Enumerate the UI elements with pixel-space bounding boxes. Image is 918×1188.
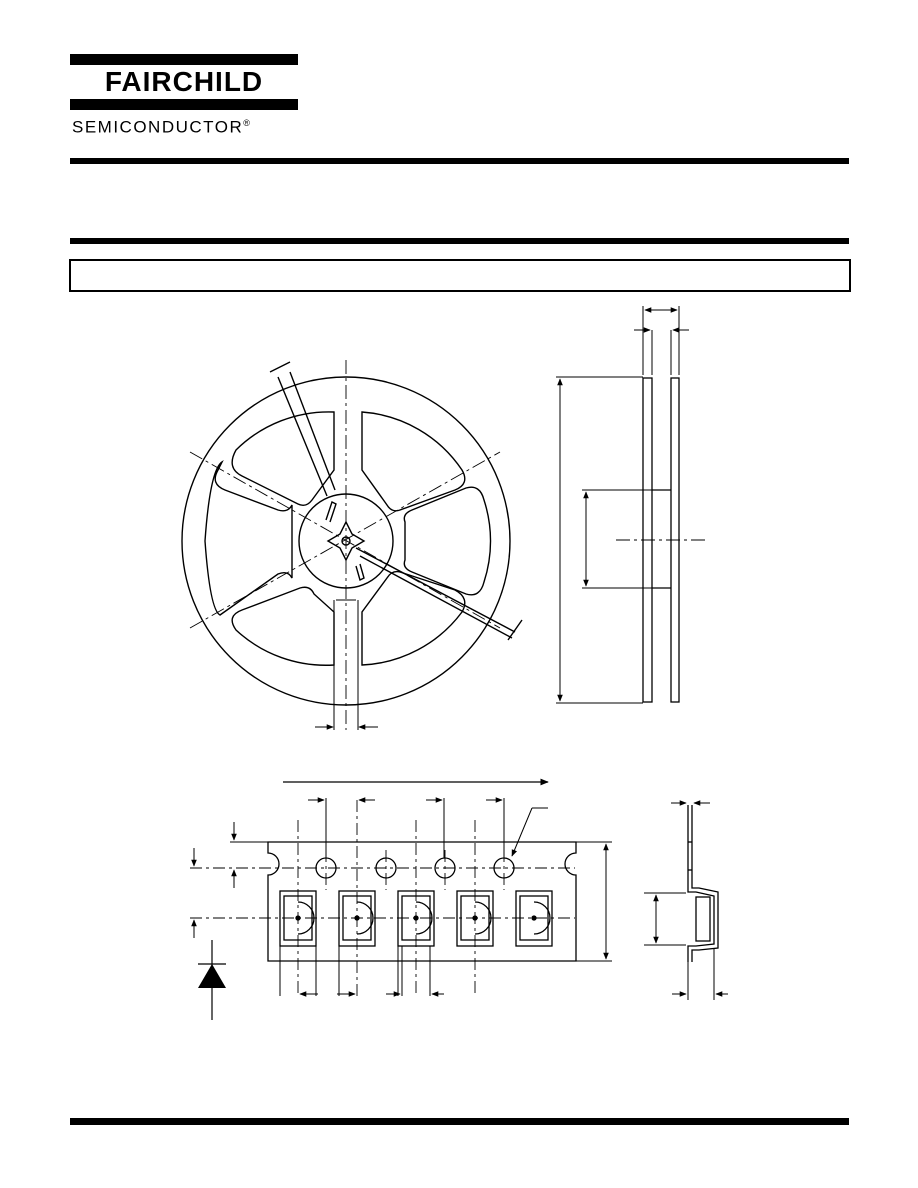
reel-window: [231, 586, 335, 666]
leader-dim-tick: [269, 361, 291, 373]
logo-brand-text: FAIRCHILD: [104, 66, 264, 97]
header-rule-bottom: [70, 238, 849, 244]
tape-outline: [267, 841, 577, 962]
reel-centerlines: [189, 360, 501, 730]
orientation-mark: [198, 940, 226, 1020]
footer-rule: [70, 1118, 849, 1125]
tape-side-view: [687, 805, 719, 962]
header-rule-top: [70, 158, 849, 164]
reel-hub-dimension: [315, 599, 378, 730]
reel-window: [361, 570, 466, 666]
registered-mark: ®: [243, 118, 252, 128]
tape-leader-line: [355, 547, 516, 633]
tape-profile: [687, 805, 715, 962]
reel-window: [231, 411, 335, 507]
leader-dim-tick: [507, 619, 523, 641]
logo-subtitle: SEMICONDUCTOR®: [72, 113, 251, 138]
reel-slot: [325, 501, 337, 523]
tape-leader-line: [277, 376, 328, 497]
reel-window: [204, 459, 293, 616]
tape-profile-inner: [691, 805, 719, 962]
logo-top-bar: [70, 54, 298, 65]
reel-slot: [355, 563, 365, 582]
reel-window: [361, 411, 466, 512]
logo-subtitle-text: SEMICONDUCTOR: [72, 117, 244, 137]
reel-front-view: [181, 361, 523, 706]
tape-side-dimensions: [644, 800, 728, 1000]
tape-centerlines: [190, 800, 575, 996]
reel-window: [403, 486, 492, 596]
tape-leader-line: [359, 555, 513, 639]
tape-leader-line: [289, 371, 336, 491]
title-frame: [69, 259, 851, 292]
pocket: [515, 890, 553, 947]
component-in-pocket: [695, 896, 711, 942]
reel-windows: [204, 411, 492, 666]
reel-side-dimensions: [556, 306, 705, 704]
logo-bottom-bar: [70, 99, 298, 110]
tape-dimensions: [191, 797, 612, 997]
carrier-tape: [267, 841, 577, 962]
